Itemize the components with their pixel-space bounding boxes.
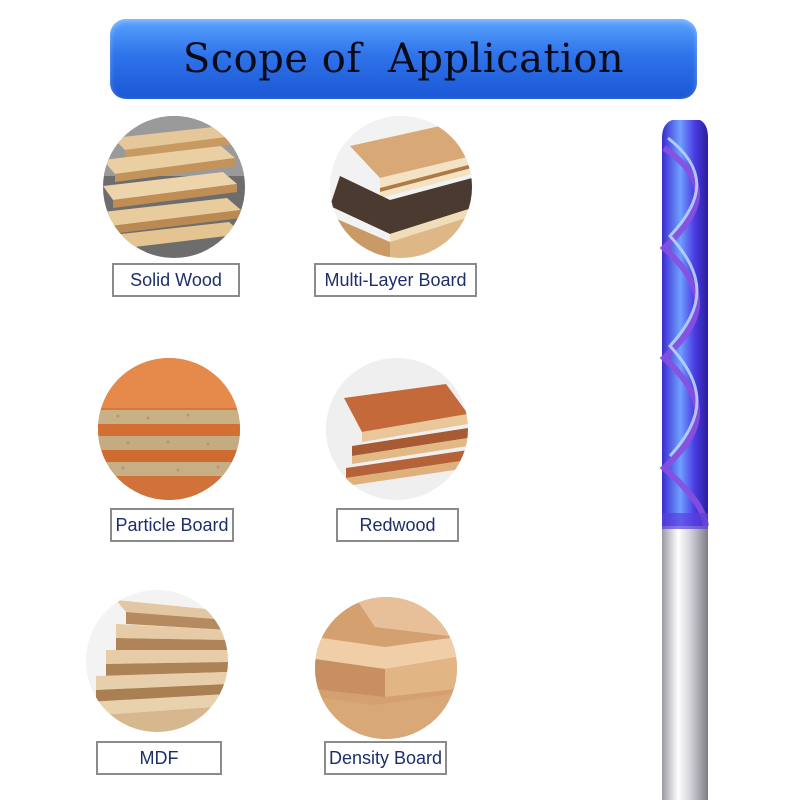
redwood-label: Redwood bbox=[336, 508, 459, 542]
redwood-image bbox=[326, 358, 468, 500]
multi-layer-board-label: Multi-Layer Board bbox=[314, 263, 477, 297]
particle-board-image bbox=[98, 358, 240, 500]
mdf-image bbox=[86, 590, 228, 732]
density-board-label: Density Board bbox=[324, 741, 447, 775]
router-bit-image bbox=[648, 118, 723, 800]
title-banner: Scope of Application bbox=[110, 19, 697, 99]
page-title: Scope of Application bbox=[182, 36, 625, 82]
particle-board-label: Particle Board bbox=[110, 508, 234, 542]
multi-layer-board-image bbox=[330, 116, 472, 258]
mdf-label: MDF bbox=[96, 741, 222, 775]
solid-wood-image bbox=[103, 116, 245, 258]
solid-wood-label: Solid Wood bbox=[112, 263, 240, 297]
density-board-image bbox=[315, 597, 457, 739]
